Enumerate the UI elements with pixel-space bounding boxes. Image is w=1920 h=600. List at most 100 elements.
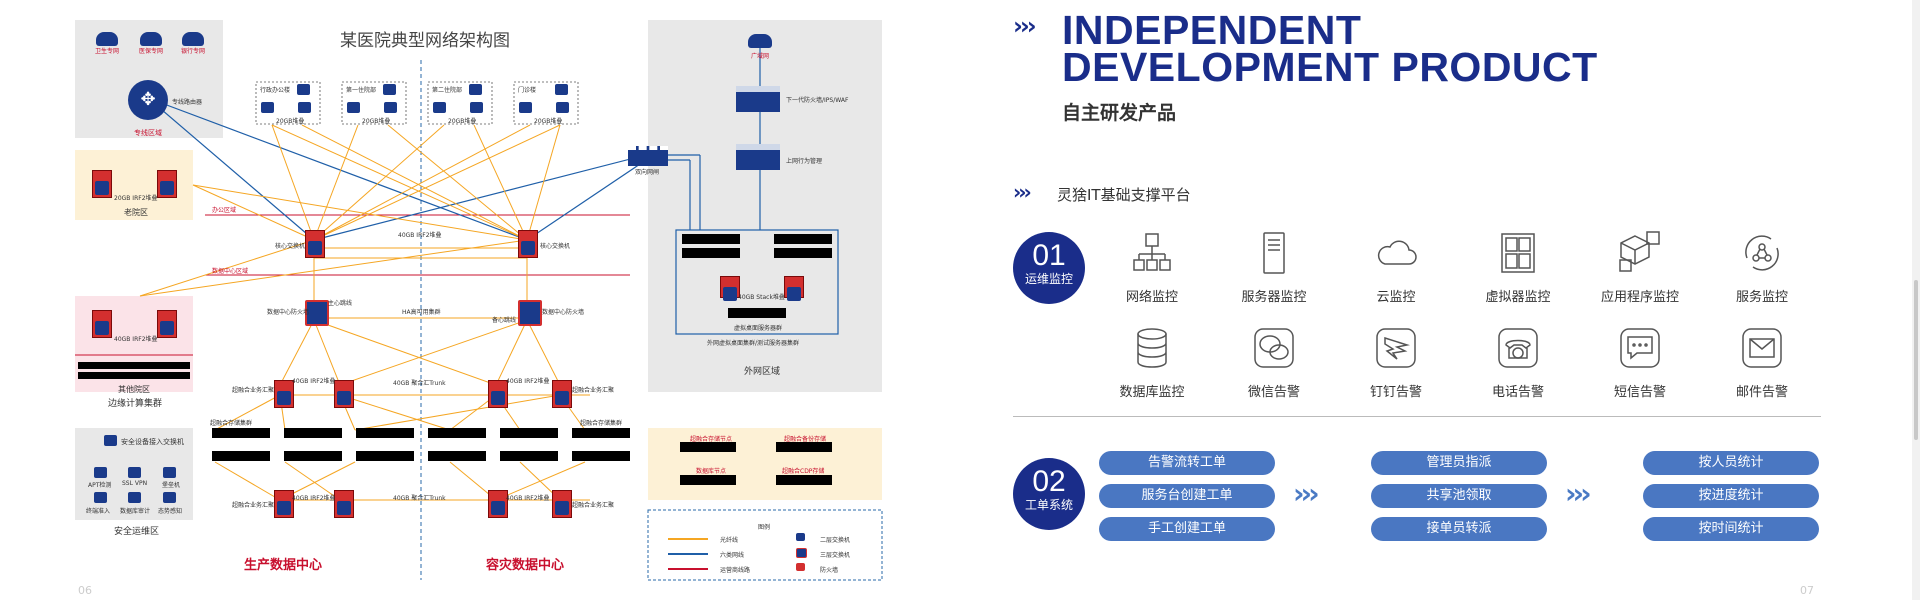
core-switch-a	[305, 230, 325, 258]
redacted-server	[682, 234, 740, 244]
behavior-label: 上网行为管理	[786, 158, 823, 165]
converge-stack-label: 40GB IRF2堆叠	[506, 378, 550, 385]
converge-switch	[334, 380, 354, 408]
scrollbar-thumb[interactable]	[1914, 280, 1918, 440]
nac-icon	[94, 492, 107, 503]
router-label: 专线路由器	[172, 99, 203, 106]
security-device-label: 堡垒机	[162, 482, 181, 489]
dc-firewall-a	[305, 300, 329, 326]
building-name: 第二住院部	[432, 87, 463, 94]
workflow-step: 管理员指派	[1371, 451, 1547, 475]
building-name: 门诊楼	[518, 87, 537, 94]
old-campus-switch-a	[92, 170, 112, 198]
private-zone-label: 专线区域	[134, 129, 162, 137]
converge-label: 超融合业务汇聚	[572, 387, 615, 394]
redacted-block	[78, 372, 190, 379]
ha-link-label: HA高可用集群	[402, 309, 441, 316]
l2-switch-icon	[297, 84, 310, 95]
cloud-label: 银行专网	[180, 48, 205, 55]
redacted-server	[776, 475, 832, 485]
ext-caption: 外网虚拟桌面集群/测试服务器集群	[707, 340, 800, 347]
redacted-server	[728, 308, 786, 318]
diagram-title: 某医院典型网络架构图	[340, 31, 510, 51]
monitor-label: 数据库监控	[1119, 385, 1185, 400]
connection-lines	[75, 45, 883, 581]
monitor-label: 云监控	[1376, 290, 1416, 305]
redacted-server	[680, 442, 736, 452]
workflow-step: 服务台创建工单	[1099, 484, 1275, 508]
old-campus-label: 老院区	[124, 208, 148, 217]
monitor-database: 数据库监控	[1097, 325, 1207, 400]
ngfw-label: 下一代防火墙/IPS/WAF	[786, 97, 849, 104]
legend-item: 光纤线	[720, 537, 739, 544]
bastion-icon	[163, 467, 176, 478]
storage-item: 超融合存储节点	[690, 436, 733, 443]
legend-fiber-line	[668, 538, 708, 540]
monitor-service: 服务监控	[1707, 230, 1817, 305]
legend-device: 二层交换机	[820, 537, 851, 544]
chinese-title: 自主研发产品	[1062, 102, 1177, 124]
l2-switch-icon	[383, 84, 396, 95]
alert-label: 短信告警	[1613, 385, 1666, 400]
building-stack: 20GB堆叠	[448, 118, 477, 125]
workflow-step: 共享池领取	[1371, 484, 1547, 508]
redacted-server	[774, 248, 832, 258]
security-device-label: 态势感知	[158, 508, 183, 515]
l2-switch-icon	[298, 102, 311, 113]
redacted-server	[572, 428, 630, 438]
workflow-step: 按人员统计	[1643, 451, 1819, 475]
storage-item: 超融合CDP存储	[782, 468, 825, 475]
redacted-server	[572, 451, 630, 461]
converge-label: 超融合业务汇聚	[572, 502, 615, 509]
l2-switch-icon	[469, 84, 482, 95]
workflow-step: 按时间统计	[1643, 517, 1819, 541]
vm-monitor-icon	[1501, 233, 1535, 273]
private-cloud-1: 卫生专网	[92, 32, 122, 55]
l2-switch-icon	[555, 84, 568, 95]
converge-stack-label: 40GB IRF2堆叠	[292, 495, 336, 502]
security-device-label: APT检测	[88, 482, 112, 489]
dingtalk-alert-icon	[1376, 328, 1416, 368]
gate-label: 双向网闸	[635, 169, 660, 176]
l2-switch-icon	[556, 102, 569, 113]
section-02-badge: 02 工单系统	[1013, 458, 1085, 530]
private-cloud-2: 医保专网	[136, 32, 166, 55]
ext-stack-label: 40GB Stack堆叠	[738, 294, 785, 301]
router-icon: ✥	[128, 80, 168, 120]
backup-link-label: 备心跳线	[492, 317, 517, 324]
database-monitor-icon	[1137, 328, 1167, 368]
section-02-label: 工单系统	[1024, 498, 1073, 512]
security-device-label: 终端准入	[86, 508, 111, 515]
app-monitor-icon	[1619, 231, 1660, 272]
prod-dc-label: 生产数据中心	[244, 558, 323, 573]
converge-switch	[274, 490, 294, 518]
alert-phone: 电话告警	[1463, 325, 1573, 400]
section-01-number: 01	[1032, 239, 1066, 272]
section-chevron-icon: ›››	[1013, 180, 1032, 204]
external-zone-label: 外网区域	[744, 367, 781, 377]
ext-switch-b	[784, 276, 804, 301]
l2-switch-icon	[261, 102, 274, 113]
cloud-label: 卫生专网	[94, 48, 119, 55]
dc-zone-label: 数据中心区域	[212, 268, 249, 275]
english-title-line2: DEVELOPMENT PRODUCT	[1062, 44, 1598, 90]
converge-switch	[552, 490, 572, 518]
cloud-icon	[140, 32, 162, 46]
redacted-server	[212, 428, 270, 438]
section-divider	[1013, 416, 1821, 417]
alert-label: 微信告警	[1247, 385, 1300, 400]
phone-alert-icon	[1498, 328, 1538, 368]
core-switch-label: 核心交换机	[540, 243, 571, 250]
private-cloud-3: 银行专网	[178, 32, 208, 55]
dc-firewall-b	[518, 300, 542, 326]
building-name: 第一住院部	[346, 87, 377, 94]
storage-cluster-label: 超融合存储集群	[210, 420, 253, 427]
legend-isp-line	[668, 568, 708, 570]
redacted-server	[774, 234, 832, 244]
monitor-vm: 虚拟器监控	[1463, 230, 1573, 305]
ext-desktop-label: 虚拟桌面服务器群	[734, 325, 783, 332]
storage-item: 超融合备份存储	[784, 436, 827, 443]
other-campus-label: 其他院区	[118, 385, 150, 394]
redacted-server	[428, 428, 486, 438]
dc-firewall-label: 数据中心防火墙	[267, 309, 310, 316]
